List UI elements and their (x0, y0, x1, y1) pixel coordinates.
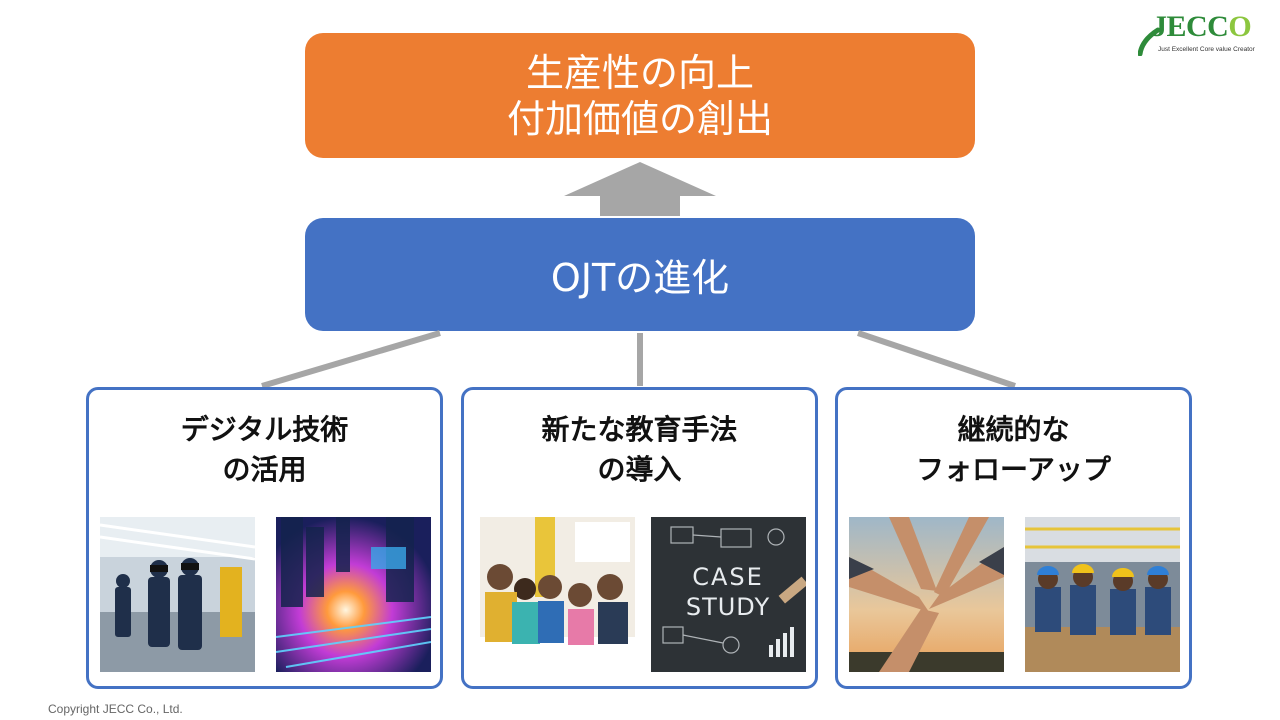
logo-wordmark: JECCO (1152, 10, 1252, 43)
goal-line-1: 生産性の向上 (525, 50, 754, 95)
card-digital-technology: デジタル技術 の活用 (86, 387, 443, 689)
photo-students-discussion (480, 517, 635, 672)
connector-right (857, 330, 1016, 389)
case-word-2: STUDY (686, 593, 770, 621)
card-new-education-method: 新たな教育手法 の導入 CASE STUDY (461, 387, 818, 689)
logo-swoosh-icon (1138, 27, 1161, 56)
photo-factory-workers (1025, 517, 1180, 672)
copyright-text: Copyright JECC Co., Ltd. (48, 702, 183, 716)
card-title-line-1: 継続的な (957, 413, 1070, 446)
company-logo: JECCO Just Excellent Core value Creator (1138, 8, 1268, 58)
logo-tagline: Just Excellent Core value Creator (1158, 46, 1255, 53)
goal-box: 生産性の向上 付加価値の創出 (305, 33, 975, 158)
card-title-line-2: の活用 (222, 453, 307, 486)
ojt-evolution-label: OJTの進化 (550, 256, 730, 300)
card-title-line-1: デジタル技術 (180, 413, 349, 446)
goal-line-2: 付加価値の創出 (506, 96, 773, 141)
case-word-1: CASE (692, 563, 764, 591)
up-arrow-icon (564, 162, 716, 216)
card-title-line-2: フォローアップ (916, 453, 1111, 486)
ojt-evolution-box: OJTの進化 (305, 218, 975, 331)
card-title: 新たな教育手法 の導入 (464, 410, 815, 490)
card-title: デジタル技術 の活用 (89, 410, 440, 490)
connector-left (261, 330, 441, 389)
card-title-line-2: の導入 (597, 453, 682, 486)
card-title: 継続的な フォローアップ (838, 410, 1189, 490)
photo-digital-city (276, 517, 431, 672)
card-continuous-followup: 継続的な フォローアップ (835, 387, 1192, 689)
card-title-line-1: 新たな教育手法 (541, 413, 738, 446)
photo-case-study: CASE STUDY (651, 517, 806, 672)
photo-factory-vr (100, 517, 255, 672)
photo-team-hands (849, 517, 1004, 672)
